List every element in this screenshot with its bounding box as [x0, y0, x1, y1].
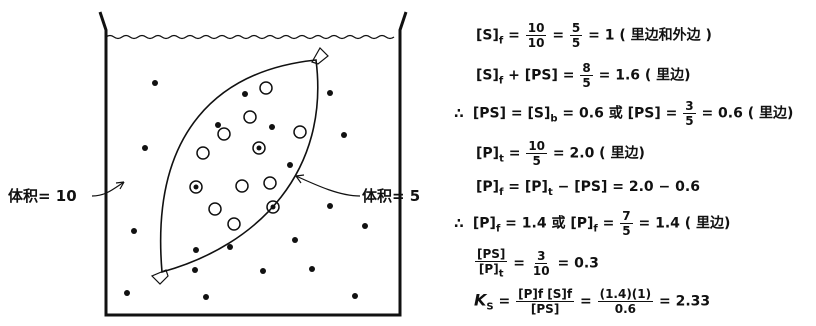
inside-small-particles — [193, 91, 293, 253]
bound-complex-particles — [190, 142, 279, 213]
arrow-inside — [296, 176, 360, 196]
protein-particles — [197, 82, 306, 230]
equation-8: KS = [P]f [S]f[PS] = (1.4)(1)0.6 = 2.33 — [474, 288, 710, 315]
dialysis-diagram: 体积= 10 体积= 5 — [0, 0, 440, 326]
bag-tie-bottom — [152, 270, 168, 284]
volume-inside-label: 体积= 5 — [362, 187, 420, 205]
volume-outside-label: 体积= 10 — [8, 187, 77, 205]
arrowhead-outside — [116, 182, 124, 189]
arrow-outside — [92, 182, 124, 196]
equation-5: [P]f = [P]t − [PS] = 2.0 − 0.6 — [476, 180, 700, 198]
bag-tie-top — [312, 48, 328, 64]
beaker-outline — [100, 12, 406, 315]
water-surface — [106, 36, 394, 39]
